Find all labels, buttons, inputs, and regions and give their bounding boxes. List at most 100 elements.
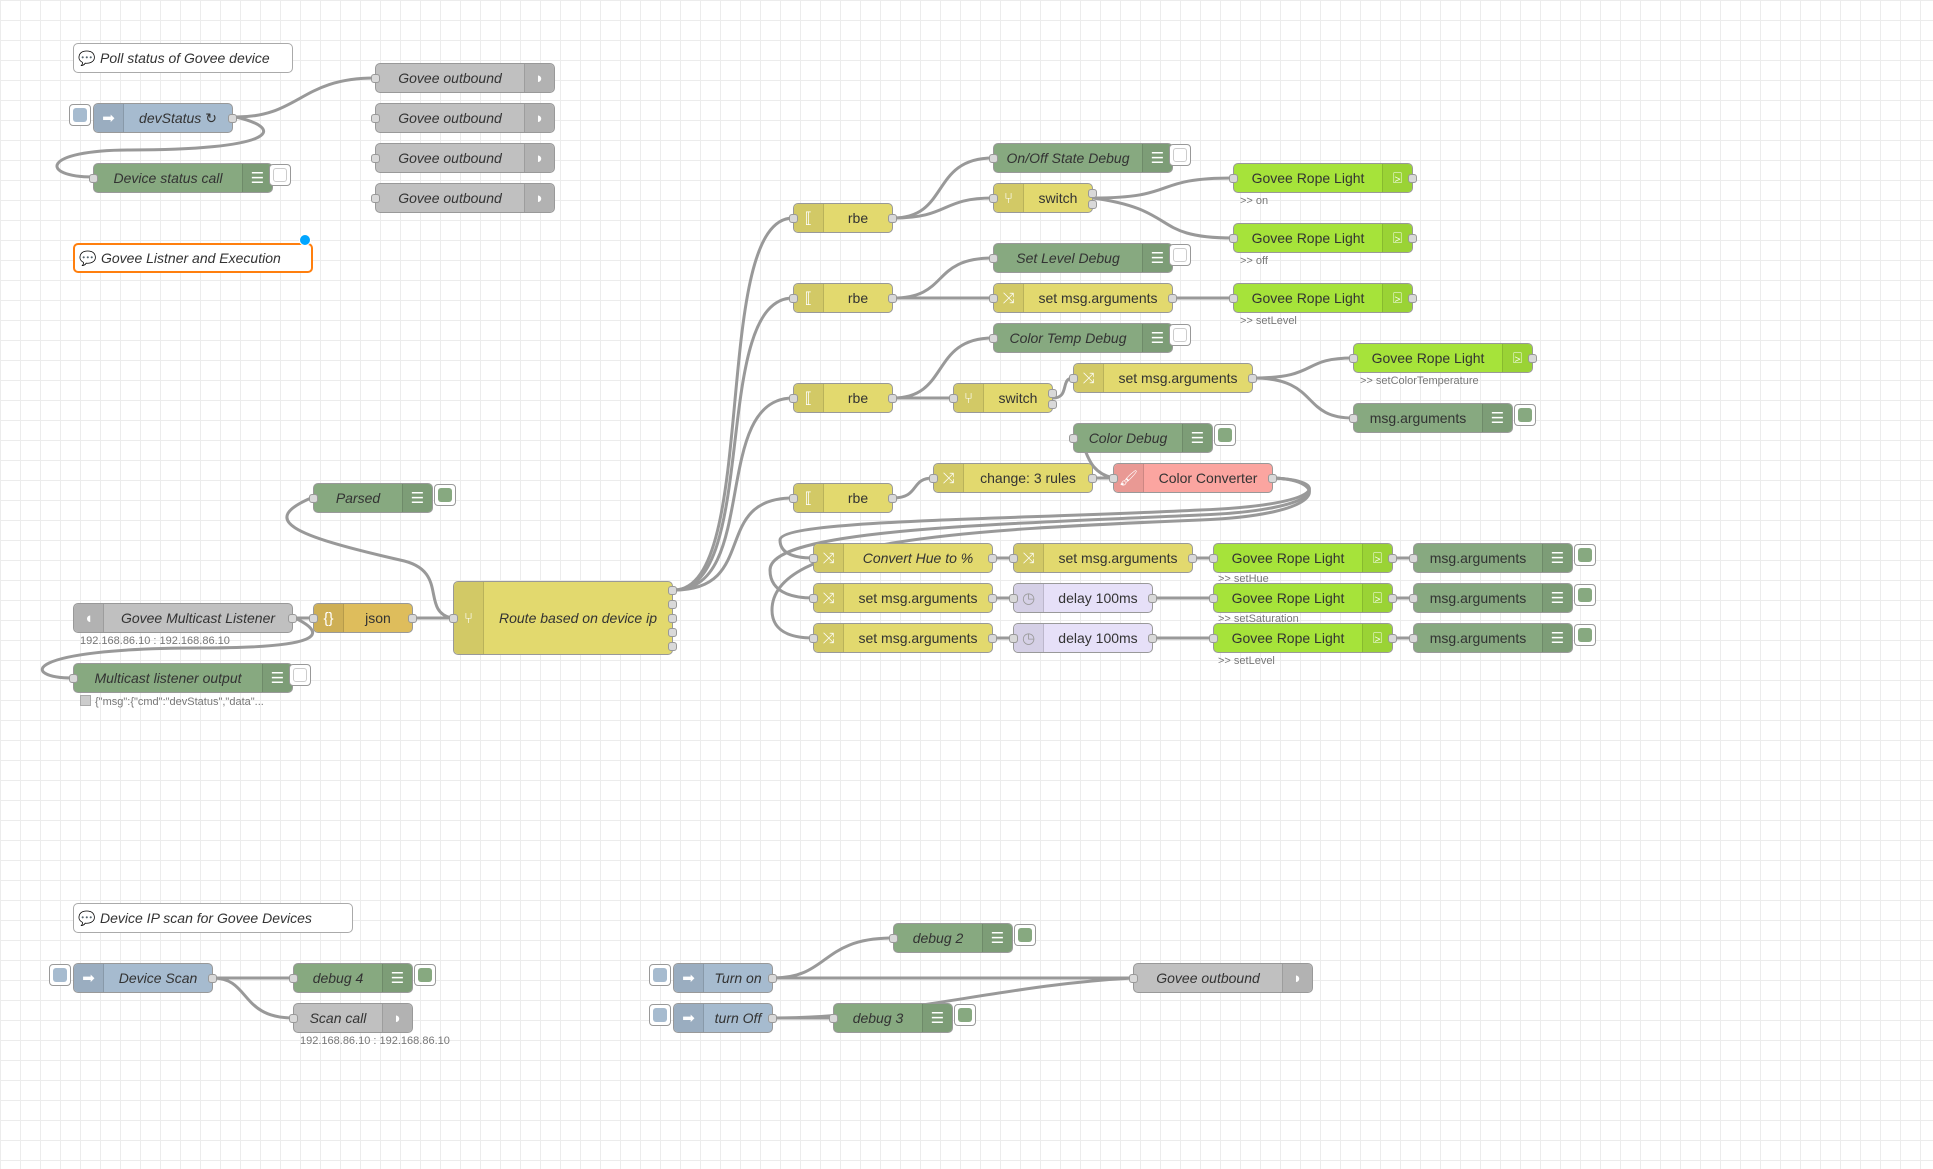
node-govee-sethue[interactable]: Govee Rope Light ⍄	[1209, 543, 1397, 573]
input-port[interactable]	[1009, 634, 1018, 643]
output-port[interactable]	[1148, 634, 1157, 643]
output-port[interactable]	[988, 634, 997, 643]
input-port[interactable]	[1349, 354, 1358, 363]
input-port[interactable]	[1229, 294, 1238, 303]
node-multicast-listener[interactable]: ◖ Govee Multicast Listener	[73, 603, 297, 633]
node-device-status-call[interactable]: Device status call ☰	[89, 163, 273, 193]
debug-toggle[interactable]	[1169, 244, 1191, 266]
inject-button[interactable]	[649, 1004, 671, 1026]
node-msg-arguments-colortemp[interactable]: msg.arguments ☰	[1349, 403, 1513, 433]
inject-button[interactable]	[69, 104, 91, 126]
node-color-debug[interactable]: Color Debug ☰	[1069, 423, 1213, 453]
node-msg-arguments-level[interactable]: msg.arguments ☰	[1409, 623, 1573, 653]
output-port[interactable]	[888, 494, 897, 503]
output-port[interactable]	[1048, 389, 1057, 398]
node-debug4[interactable]: debug 4 ☰	[289, 963, 413, 993]
output-port[interactable]	[1268, 474, 1277, 483]
output-port[interactable]	[1528, 354, 1537, 363]
input-port[interactable]	[371, 114, 380, 123]
input-port[interactable]	[309, 494, 318, 503]
node-msg-arguments-saturation[interactable]: msg.arguments ☰	[1409, 583, 1573, 613]
input-port[interactable]	[809, 634, 818, 643]
node-device-scan-inject[interactable]: ➡ Device Scan	[73, 963, 217, 993]
output-port[interactable]	[1168, 294, 1177, 303]
input-port[interactable]	[1209, 634, 1218, 643]
output-port[interactable]	[1148, 594, 1157, 603]
output-port[interactable]	[668, 628, 677, 637]
output-port[interactable]	[988, 554, 997, 563]
input-port[interactable]	[1209, 594, 1218, 603]
output-port[interactable]	[1388, 594, 1397, 603]
input-port[interactable]	[989, 194, 998, 203]
node-multicast-output-debug[interactable]: Multicast listener output ☰	[69, 663, 293, 693]
node-devstatus-inject[interactable]: ➡ devStatus ↻	[93, 103, 237, 133]
node-debug3[interactable]: debug 3 ☰	[829, 1003, 953, 1033]
debug-toggle[interactable]	[954, 1004, 976, 1026]
input-port[interactable]	[309, 614, 318, 623]
output-port[interactable]	[1388, 554, 1397, 563]
debug-toggle[interactable]	[1169, 324, 1191, 346]
output-port[interactable]	[768, 974, 777, 983]
input-port[interactable]	[809, 554, 818, 563]
output-port[interactable]	[668, 600, 677, 609]
node-parsed-debug[interactable]: Parsed ☰	[309, 483, 433, 513]
output-port[interactable]	[668, 586, 677, 595]
input-port[interactable]	[1009, 594, 1018, 603]
node-onoff-debug[interactable]: On/Off State Debug ☰	[989, 143, 1173, 173]
node-convert-hue[interactable]: ⤨ Convert Hue to %	[809, 543, 997, 573]
node-route-switch[interactable]: ⑂ Route based on device ip	[449, 581, 677, 655]
output-port[interactable]	[288, 614, 297, 623]
output-port[interactable]	[208, 974, 217, 983]
output-port[interactable]	[1408, 234, 1417, 243]
node-debug2[interactable]: debug 2 ☰	[889, 923, 1013, 953]
input-port[interactable]	[989, 294, 998, 303]
input-port[interactable]	[829, 1014, 838, 1023]
node-govee-colortemp[interactable]: Govee Rope Light ⍄	[1349, 343, 1537, 373]
node-turn-on-inject[interactable]: ➡ Turn on	[673, 963, 777, 993]
input-port[interactable]	[371, 194, 380, 203]
input-port[interactable]	[1209, 554, 1218, 563]
input-port[interactable]	[1069, 434, 1078, 443]
input-port[interactable]	[1129, 974, 1138, 983]
inject-button[interactable]	[49, 964, 71, 986]
node-delay-level[interactable]: ◷ delay 100ms	[1009, 623, 1157, 653]
input-port[interactable]	[449, 614, 458, 623]
input-port[interactable]	[371, 74, 380, 83]
node-govee-off[interactable]: Govee Rope Light ⍄	[1229, 223, 1417, 253]
node-rbe-3[interactable]: ⟦ rbe	[789, 383, 897, 413]
output-port[interactable]	[1088, 189, 1097, 198]
node-govee-setlevel-2[interactable]: Govee Rope Light ⍄	[1209, 623, 1397, 653]
output-port[interactable]	[1248, 374, 1257, 383]
input-port[interactable]	[949, 394, 958, 403]
output-port[interactable]	[888, 214, 897, 223]
output-port[interactable]	[1088, 474, 1097, 483]
comment-listener[interactable]: 💬 Govee Listner and Execution	[73, 243, 313, 273]
node-govee-setlevel[interactable]: Govee Rope Light ⍄	[1229, 283, 1417, 313]
output-port[interactable]	[1408, 294, 1417, 303]
input-port[interactable]	[1229, 174, 1238, 183]
output-port[interactable]	[1408, 174, 1417, 183]
comment-poll-status[interactable]: 💬 Poll status of Govee device	[73, 43, 293, 73]
input-port[interactable]	[929, 474, 938, 483]
input-port[interactable]	[289, 1014, 298, 1023]
debug-toggle[interactable]	[269, 164, 291, 186]
output-port[interactable]	[768, 1014, 777, 1023]
node-set-msg-args-colortemp[interactable]: ⤨ set msg.arguments	[1069, 363, 1257, 393]
output-port[interactable]	[1388, 634, 1397, 643]
node-set-msg-args-level[interactable]: ⤨ set msg.arguments	[989, 283, 1177, 313]
input-port[interactable]	[89, 174, 98, 183]
input-port[interactable]	[1409, 554, 1418, 563]
node-govee-setsaturation[interactable]: Govee Rope Light ⍄	[1209, 583, 1397, 613]
debug-toggle[interactable]	[1514, 404, 1536, 426]
node-delay-saturation[interactable]: ◷ delay 100ms	[1009, 583, 1157, 613]
input-port[interactable]	[809, 594, 818, 603]
input-port[interactable]	[1009, 554, 1018, 563]
node-govee-outbound-5[interactable]: Govee outbound ◗	[1129, 963, 1313, 993]
node-set-level-debug[interactable]: Set Level Debug ☰	[989, 243, 1173, 273]
input-port[interactable]	[989, 254, 998, 263]
input-port[interactable]	[1409, 634, 1418, 643]
input-port[interactable]	[1069, 374, 1078, 383]
input-port[interactable]	[989, 154, 998, 163]
node-scan-call[interactable]: Scan call ◗	[289, 1003, 413, 1033]
debug-toggle[interactable]	[1574, 544, 1596, 566]
